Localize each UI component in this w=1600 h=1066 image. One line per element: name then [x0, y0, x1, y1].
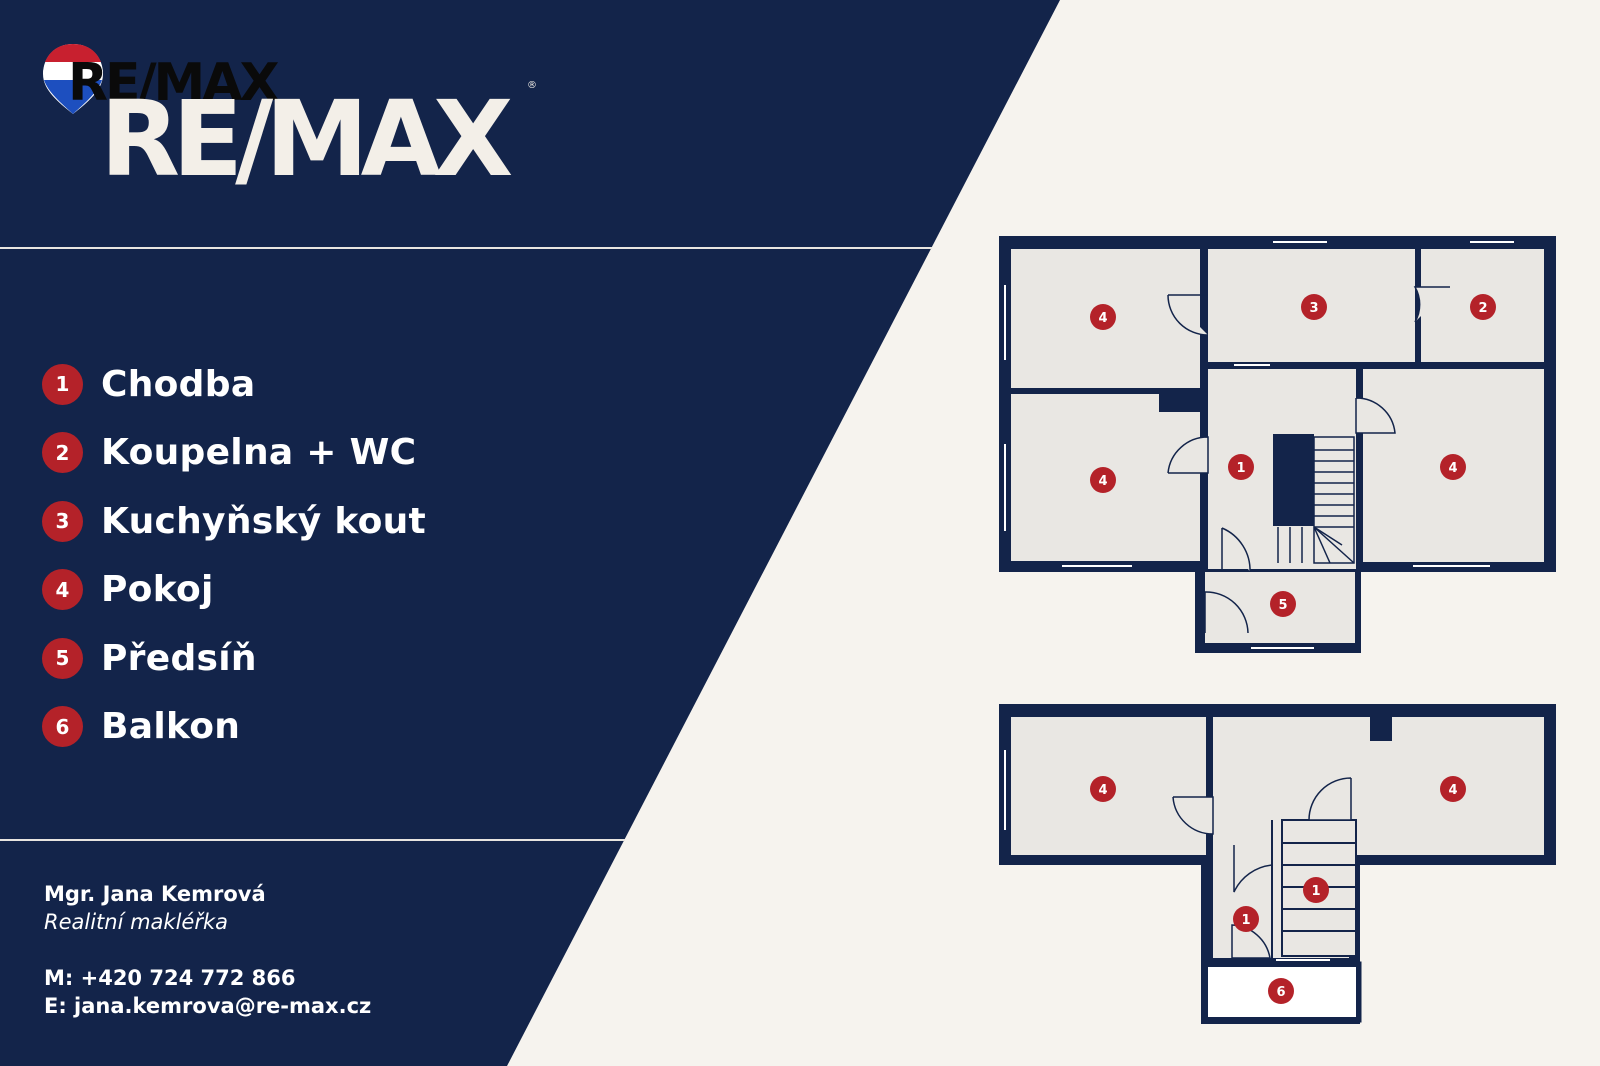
- legend-item-koupelna: 2 Koupelna + WC: [42, 419, 426, 488]
- room-marker: 1: [1233, 906, 1259, 932]
- room-marker: 1: [1228, 454, 1254, 480]
- svg-text:1: 1: [1241, 913, 1250, 928]
- legend-label: Pokoj: [101, 569, 214, 611]
- room-marker: 6: [1268, 978, 1294, 1004]
- room-marker: 1: [1303, 877, 1329, 903]
- door-swings: [1167, 286, 1450, 634]
- legend-label: Předsíň: [101, 637, 257, 679]
- balloon-icon: [43, 44, 103, 114]
- agent-contact: Mgr. Jana Kemrová Realitní makléřka M: +…: [44, 880, 371, 1020]
- svg-text:2: 2: [1478, 301, 1487, 316]
- legend-label: Balkon: [101, 706, 241, 748]
- agent-phone[interactable]: M: +420 724 772 866: [44, 966, 296, 990]
- large-wordmark: RE/MAX: [100, 78, 512, 190]
- svg-text:6: 6: [1276, 985, 1285, 1000]
- svg-text:4: 4: [1098, 783, 1107, 798]
- upper-floor-markers: 4 4 1 1 6: [1090, 776, 1466, 1004]
- legend-label: Koupelna + WC: [101, 432, 417, 474]
- remax-logo-graphic: RE/MAX RE/MAX ®: [43, 44, 537, 200]
- legend-badge: 5: [42, 637, 83, 679]
- room-marker: 4: [1090, 776, 1116, 802]
- room-marker: 4: [1090, 467, 1116, 493]
- wall-column: [1370, 717, 1392, 741]
- windows: [1004, 241, 1514, 649]
- svg-text:4: 4: [1448, 461, 1457, 476]
- registered-mark: ®: [527, 80, 537, 91]
- wall-column: [1159, 390, 1200, 412]
- staircase: [1277, 436, 1355, 564]
- room-legend: 1 Chodba 2 Koupelna + WC 3 Kuchyňský kou…: [42, 350, 426, 761]
- legend-item-pokoj: 4 Pokoj: [42, 556, 426, 625]
- legend-badge: 6: [42, 706, 83, 748]
- svg-text:5: 5: [1278, 598, 1287, 613]
- windows: [1004, 750, 1330, 961]
- svg-text:1: 1: [1236, 461, 1245, 476]
- legend-item-predsin: 5 Předsíň: [42, 624, 426, 693]
- legend-badge: 3: [42, 500, 83, 542]
- navy-panel: [0, 0, 1060, 1066]
- legend-item-chodba: 1 Chodba: [42, 350, 426, 419]
- legend-badge: 1: [42, 363, 83, 405]
- legend-item-kuchynsky-kout: 3 Kuchyňský kout: [42, 487, 426, 556]
- svg-text:4: 4: [1448, 783, 1457, 798]
- svg-text:4: 4: [1098, 311, 1107, 326]
- small-wordmark: RE/MAX: [68, 53, 280, 113]
- room-marker: 4: [1090, 304, 1116, 330]
- remax-logo: RE/MAX RE/MAX ®: [40, 40, 560, 200]
- svg-text:4: 4: [1098, 474, 1107, 489]
- room-marker: 2: [1470, 294, 1496, 320]
- room-marker: 3: [1301, 294, 1327, 320]
- svg-text:3: 3: [1309, 301, 1318, 316]
- agent-name: Mgr. Jana Kemrová: [44, 882, 266, 906]
- legend-badge: 2: [42, 432, 83, 474]
- upper-floor-plan: 4 4 1 1 6: [999, 704, 1556, 1024]
- legend-item-balkon: 6 Balkon: [42, 693, 426, 762]
- agent-email[interactable]: E: jana.kemrova@re-max.cz: [44, 994, 372, 1018]
- room-marker: 4: [1440, 454, 1466, 480]
- legend-label: Chodba: [101, 363, 256, 405]
- room-marker: 5: [1270, 591, 1296, 617]
- ground-floor-markers: 4 3 2 4 1 4 5: [1090, 294, 1496, 617]
- ground-floor-plan: 4 3 2 4 1 4 5: [999, 236, 1556, 653]
- legend-label: Kuchyňský kout: [101, 500, 427, 542]
- svg-text:1: 1: [1311, 884, 1320, 899]
- agent-role: Realitní makléřka: [44, 910, 229, 934]
- stair-void: [1273, 434, 1314, 526]
- room-marker: 4: [1440, 776, 1466, 802]
- door-swings: [1172, 777, 1352, 959]
- legend-badge: 4: [42, 569, 83, 611]
